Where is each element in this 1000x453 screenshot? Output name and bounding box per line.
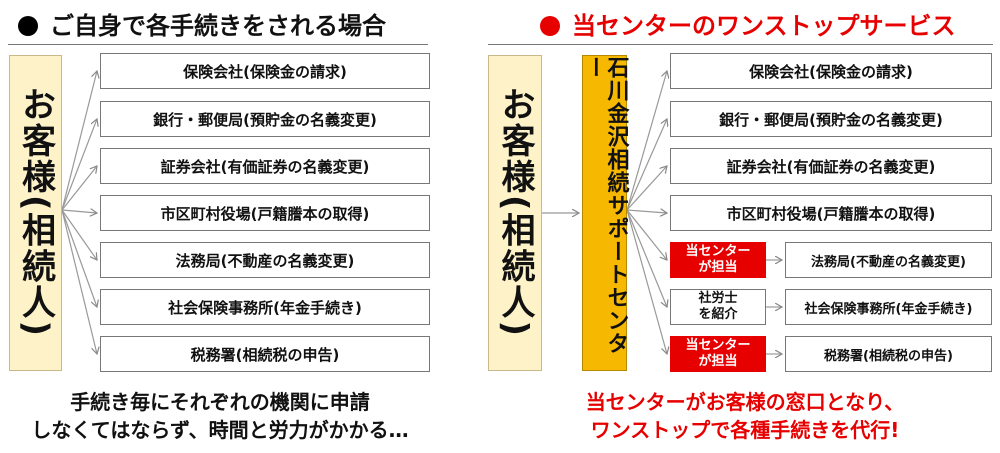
left-item-4: 法務局(不動産の名義変更)	[100, 242, 430, 278]
right-item-5: 社会保険事務所(年金手続き)	[785, 289, 992, 325]
right-divider	[488, 44, 993, 45]
right-item-6: 税務署(相続税の申告)	[785, 336, 992, 372]
right-title: 当センターのワンストップサービス	[540, 11, 956, 41]
left-item-1: 銀行・郵便局(預貯金の名義変更)	[100, 101, 430, 137]
left-customer-box: お客様(相続人)	[9, 55, 62, 371]
right-item-3: 市区町村役場(戸籍謄本の取得)	[670, 195, 992, 231]
right-item-4: 法務局(不動産の名義変更)	[785, 242, 992, 278]
right-item-2: 証券会社(有価証券の名義変更)	[670, 148, 992, 184]
left-title: ご自身で各手続きをされる場合	[18, 11, 386, 41]
left-item-5: 社会保険事務所(年金手続き)	[100, 289, 430, 325]
red-dot-icon	[540, 16, 560, 36]
right-title-text: 当センターのワンストップサービス	[572, 12, 956, 40]
left-item-6: 税務署(相続税の申告)	[100, 336, 430, 372]
black-dot-icon	[18, 16, 38, 36]
support-center-box: 石川金沢相続サポートセンター	[581, 55, 629, 371]
right-item-1: 銀行・郵便局(預貯金の名義変更)	[670, 101, 992, 137]
support-center-label: 石川金沢相続サポートセンター	[581, 56, 629, 355]
left-item-0: 保険会社(保険金の請求)	[100, 53, 430, 89]
center-handles-badge-1: 当センター が担当	[670, 242, 766, 278]
left-footer: 手続き毎にそれぞれの機関に申請 しなくてはならず、時間と労力がかかる…	[31, 390, 409, 442]
left-item-3: 市区町村役場(戸籍謄本の取得)	[100, 195, 430, 231]
right-customer-label: お客様(相続人)	[495, 87, 535, 339]
right-customer-box: お客様(相続人)	[488, 55, 542, 371]
left-title-text: ご自身で各手続きをされる場合	[50, 12, 386, 40]
sharoushi-referral-box: 社労士 を紹介	[670, 289, 766, 325]
left-item-2: 証券会社(有価証券の名義変更)	[100, 148, 430, 184]
center-handles-badge-2: 当センター が担当	[670, 336, 766, 372]
right-footer: 当センターがお客様の窓口となり、 ワンストップで各種手続きを代行!	[585, 390, 905, 442]
left-customer-label: お客様(相続人)	[15, 87, 56, 339]
right-item-0: 保険会社(保険金の請求)	[670, 53, 992, 89]
left-divider	[8, 44, 428, 45]
